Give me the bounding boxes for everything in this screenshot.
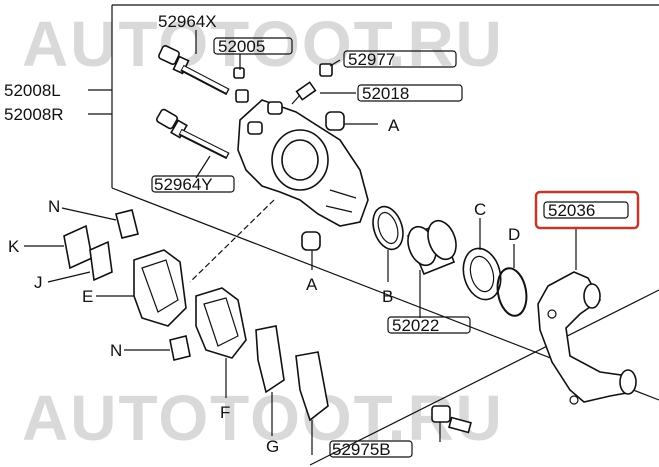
lower-frame-diagonal <box>309 289 659 466</box>
bush-52005 <box>233 67 249 103</box>
piston-52022 <box>406 219 457 318</box>
label-e: E <box>82 287 93 306</box>
highlight-box-52036 <box>534 190 640 230</box>
label-52022: 52022 <box>392 316 439 335</box>
label-52008l: 52008L <box>4 81 61 100</box>
label-52964x: 52964X <box>158 12 217 31</box>
clip-n-upper <box>61 207 139 239</box>
watermark-bottom: AUTOTOOT.RU <box>22 382 504 454</box>
label-52005: 52005 <box>218 37 265 56</box>
guide-pin-bolt-lower <box>156 108 230 160</box>
shim-g-2 <box>295 351 329 455</box>
boot-a-upper <box>325 111 378 131</box>
dust-cap-52977 <box>319 63 333 77</box>
label-52008r: 52008R <box>4 105 64 124</box>
label-n-upper: N <box>48 197 60 216</box>
clip-j <box>47 240 113 283</box>
label-n-lower: N <box>110 341 122 360</box>
label-k: K <box>8 237 20 256</box>
retaining-ring-d <box>496 244 528 317</box>
label-52975b: 52975B <box>332 440 391 459</box>
label-f: F <box>220 403 230 422</box>
caliper-support-52036 <box>537 228 637 405</box>
clip-k <box>24 224 93 270</box>
label-c: C <box>474 200 486 219</box>
clip-n-lower <box>124 335 191 361</box>
label-52036: 52036 <box>548 201 595 220</box>
label-b: B <box>382 287 393 306</box>
piston-seal-b <box>372 205 404 282</box>
guide-pin-bolt-upper <box>158 45 230 96</box>
label-d: D <box>508 225 520 244</box>
brake-pad-e <box>96 249 187 327</box>
shim-g-1 <box>255 325 285 436</box>
label-52018: 52018 <box>362 84 409 103</box>
label-52964y: 52964Y <box>154 175 213 194</box>
caliper-body <box>237 99 369 227</box>
brake-pad-f <box>195 287 247 398</box>
bleeder-screw-52018 <box>291 81 317 105</box>
boot-a-lower <box>301 231 321 270</box>
mounting-bolt-52975b <box>431 405 472 442</box>
label-52977: 52977 <box>348 50 395 69</box>
piston-boot-c <box>462 218 502 301</box>
label-a-upper: A <box>388 116 400 135</box>
watermark-top: AUTOTOOT.RU <box>22 8 504 80</box>
label-j: J <box>34 273 43 292</box>
label-a-lower: A <box>306 275 318 294</box>
label-g: G <box>266 437 279 456</box>
